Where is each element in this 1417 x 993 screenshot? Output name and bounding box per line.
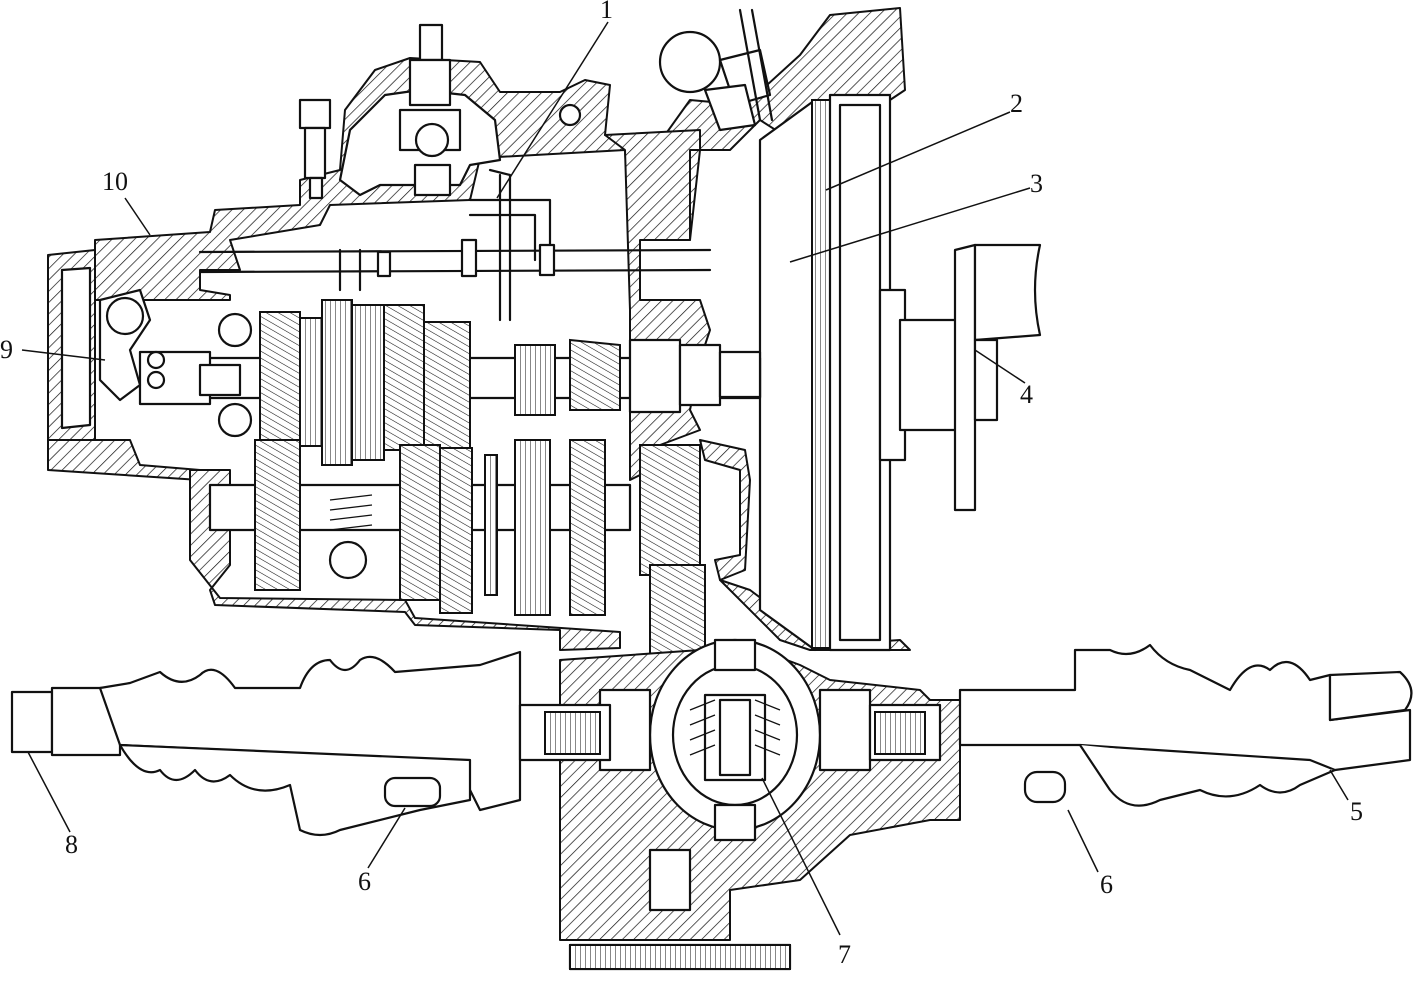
leader-lines	[21, 21, 1349, 936]
callout-labels: 1 2 3 4 5 6 6 7 8 9 10	[0, 0, 1363, 969]
callout-2: 2	[1010, 89, 1023, 118]
release-lever	[658, 8, 774, 132]
left-half-shaft	[10, 650, 612, 837]
leader-3	[789, 187, 1031, 263]
callout-6-left: 6	[358, 867, 371, 896]
callout-3: 3	[1030, 169, 1043, 198]
leader-5	[1329, 769, 1349, 801]
differential	[559, 638, 961, 971]
right-cv-boot	[958, 643, 1412, 772]
top-switches	[298, 23, 582, 200]
leader-7	[761, 777, 841, 936]
leader-8	[27, 751, 71, 833]
leader-6a	[367, 807, 406, 869]
leader-9	[21, 349, 106, 361]
callout-8: 8	[65, 830, 78, 859]
left-cv-boot-outer	[98, 650, 522, 812]
final-drive-pinion	[639, 444, 701, 576]
leader-6b	[1067, 809, 1099, 873]
callout-4: 4	[1020, 380, 1033, 409]
callout-9: 9	[0, 335, 13, 364]
clutch-assembly	[758, 93, 1042, 652]
flywheel-ring-gear	[811, 99, 831, 649]
leader-4	[974, 349, 1026, 384]
leader-1	[496, 21, 609, 199]
engine-crankshaft	[973, 243, 1042, 342]
callout-7: 7	[838, 940, 851, 969]
right-half-shaft	[868, 643, 1413, 807]
output-shaft	[208, 439, 706, 661]
callout-5: 5	[1350, 797, 1363, 826]
callout-1: 1	[600, 0, 613, 24]
callout-10: 10	[102, 167, 128, 196]
shift-rails	[198, 168, 712, 322]
leader-10	[124, 197, 151, 236]
leader-2	[825, 111, 1011, 191]
callout-6-right: 6	[1100, 870, 1113, 899]
selector-mechanism	[98, 288, 253, 438]
